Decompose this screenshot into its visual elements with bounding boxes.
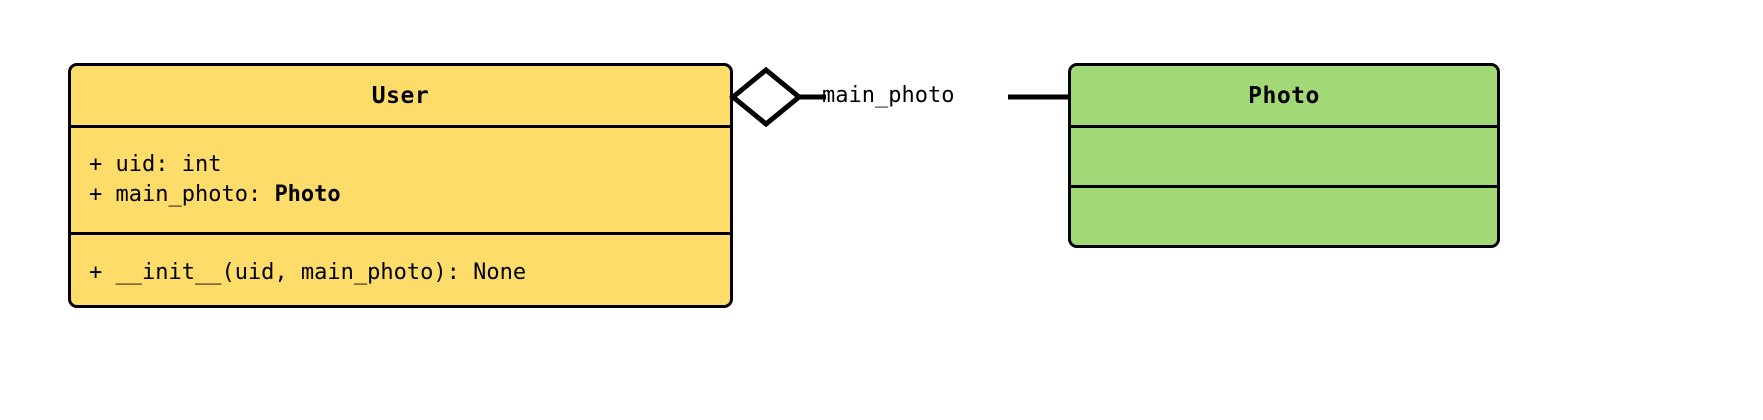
uml-attribute-main-photo-type: Photo xyxy=(274,182,341,207)
uml-class-photo-title: Photo xyxy=(1248,82,1320,109)
uml-class-user[interactable]: User + uid: int + main_photo: Photo + __… xyxy=(68,63,733,308)
uml-class-user-methods: + __init__(uid, main_photo): None xyxy=(71,232,730,305)
uml-class-photo-methods xyxy=(1071,185,1497,245)
uml-class-photo[interactable]: Photo xyxy=(1068,63,1500,248)
uml-class-user-title: User xyxy=(371,82,430,109)
uml-attribute-uid: + uid: int xyxy=(89,152,222,177)
uml-class-user-attributes: + uid: int + main_photo: Photo xyxy=(71,125,730,232)
aggregation-label: main_photo xyxy=(822,83,955,108)
uml-attribute-main-photo-prefix: + main_photo: xyxy=(89,182,275,207)
uml-attribute-main-photo: + main_photo: Photo xyxy=(89,180,712,210)
aggregation-diamond-icon xyxy=(729,66,803,128)
uml-class-photo-attributes xyxy=(1071,125,1497,185)
uml-method-init: + __init__(uid, main_photo): None xyxy=(89,260,527,285)
